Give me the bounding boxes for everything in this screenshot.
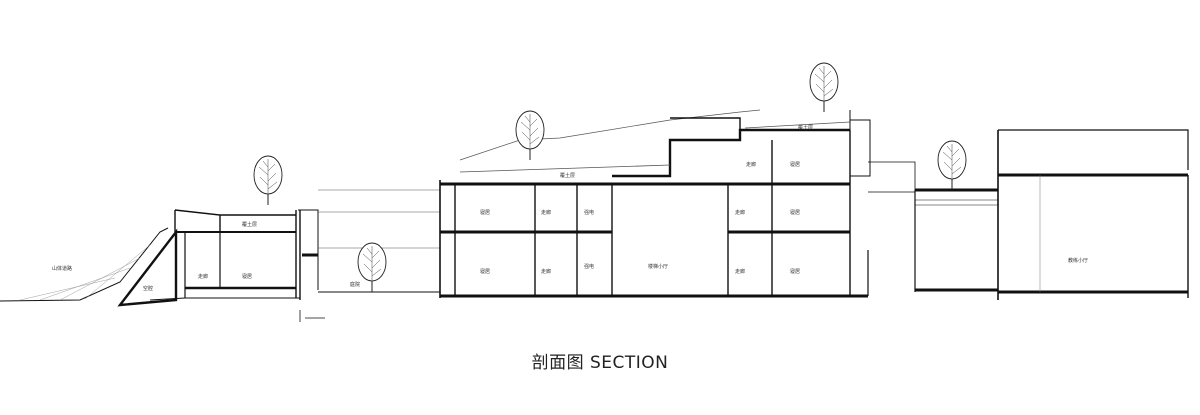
label-corridor: 走廊 bbox=[541, 268, 551, 275]
label-corridor: 走廊 bbox=[541, 209, 551, 216]
label-bedroom: 寝居 bbox=[242, 273, 252, 280]
building-right bbox=[997, 129, 1189, 300]
label-mountain-path: 山体道路 bbox=[52, 265, 72, 272]
label-staircase-hall: 楼梯小厅 bbox=[648, 263, 668, 270]
label-bedroom: 寝居 bbox=[790, 161, 800, 168]
label-void: 空腔 bbox=[143, 285, 153, 292]
label-planted-roof: 覆土层 bbox=[242, 221, 257, 228]
tree-icon bbox=[515, 110, 545, 161]
label-planted-roof: 覆土层 bbox=[560, 172, 575, 179]
label-corridor: 走廊 bbox=[735, 268, 745, 275]
label-bedroom: 寝居 bbox=[480, 268, 490, 275]
label-corridor: 走廊 bbox=[746, 161, 756, 168]
label-bedroom: 寝居 bbox=[790, 268, 800, 275]
drawing-caption: 剖面图 SECTION bbox=[531, 353, 669, 373]
connector bbox=[867, 161, 998, 296]
building-main bbox=[439, 109, 871, 298]
label-corridor: 走廊 bbox=[735, 209, 745, 216]
tree-icon bbox=[937, 140, 967, 191]
label-corridor: 走廊 bbox=[198, 273, 208, 280]
label-bedroom: 寝居 bbox=[790, 209, 800, 216]
label-planted-roof: 覆土层 bbox=[798, 124, 813, 131]
tree-icon bbox=[253, 155, 283, 206]
label-utility: 强电 bbox=[584, 263, 594, 270]
label-bedroom: 寝居 bbox=[480, 209, 490, 216]
label-utility: 强电 bbox=[584, 209, 594, 216]
label-courtyard: 庭院 bbox=[350, 281, 360, 288]
building-block-1 bbox=[174, 209, 325, 322]
tree-icon bbox=[357, 242, 387, 293]
tree-icon bbox=[809, 62, 839, 113]
hillside bbox=[0, 227, 186, 307]
label-activity-hall: 教练小厅 bbox=[1068, 257, 1088, 264]
section-drawing: 山体道路 空腔 走廊 寝居 覆土层 庭院 覆土层 寝居 走廊 强电 寝居 走廊 … bbox=[0, 62, 1189, 322]
